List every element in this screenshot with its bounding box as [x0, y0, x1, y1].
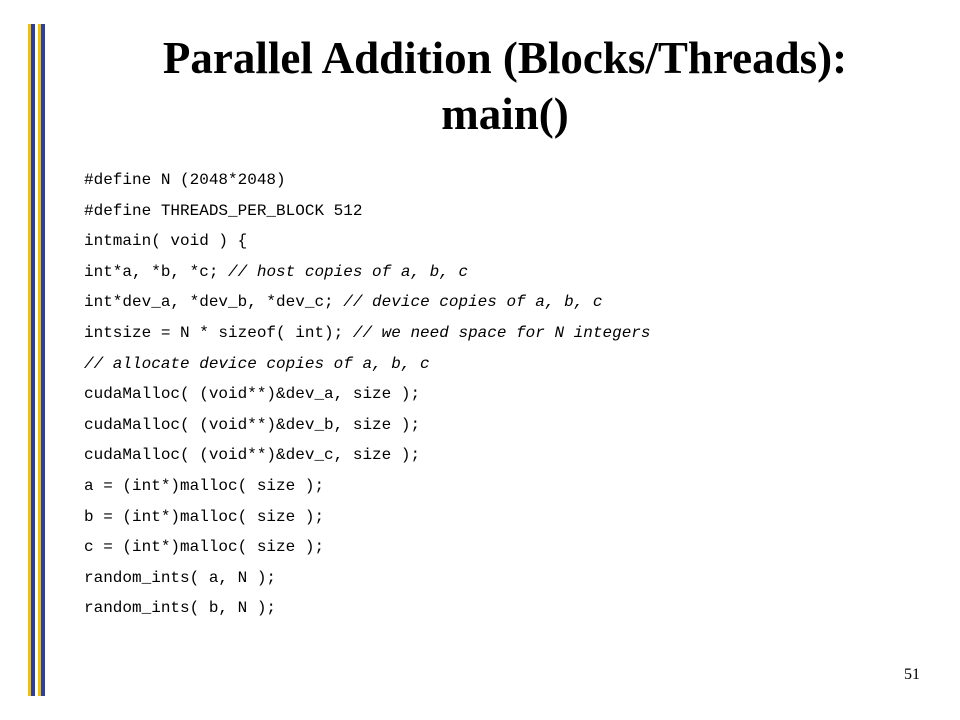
code-line: intmain( void ) {: [84, 226, 924, 257]
code-text: #define N (2048*2048): [84, 171, 286, 189]
code-line: intsize = N * sizeof( int); // we need s…: [84, 318, 924, 349]
code-line: #define THREADS_PER_BLOCK 512: [84, 196, 924, 227]
code-comment: // we need space for N integers: [352, 323, 651, 342]
code-text: random_ints( a, N );: [84, 568, 277, 587]
left-accent-bar-yellow-2: [38, 24, 41, 696]
slide-title-line-2: main(): [441, 89, 569, 139]
code-text: a = (int*)malloc( size );: [84, 476, 325, 495]
code-comment: // host copies of a, b, c: [228, 262, 469, 281]
code-text: random_ints( b, N );: [84, 599, 277, 618]
code-line: a = (int*)malloc( size );: [84, 471, 924, 502]
slide-title-line-1: Parallel Addition (Blocks/Threads):: [162, 33, 848, 83]
code-text: cudaMalloc( (void**)&dev_a, size );: [84, 385, 421, 404]
code-line: #define N (2048*2048): [84, 165, 924, 196]
code-line: cudaMalloc( (void**)&dev_a, size );: [84, 379, 924, 410]
code-text: cudaMalloc( (void**)&dev_b, size );: [84, 415, 421, 434]
code-line: // allocate device copies of a, b, c: [84, 349, 924, 380]
code-text: #define THREADS_PER_BLOCK 512: [84, 201, 363, 220]
code-line: int*a, *b, *c; // host copies of a, b, c: [84, 257, 924, 288]
code-text: int*dev_a, *dev_b, *dev_c;: [84, 293, 344, 312]
code-text: c = (int*)malloc( size );: [84, 538, 325, 557]
code-line: c = (int*)malloc( size );: [84, 532, 924, 563]
code-text: b = (int*)malloc( size );: [84, 507, 325, 526]
left-accent-bar-yellow: [28, 24, 31, 696]
code-line: int*dev_a, *dev_b, *dev_c; // device cop…: [84, 287, 924, 318]
code-line: b = (int*)malloc( size );: [84, 502, 924, 533]
code-line: cudaMalloc( (void**)&dev_b, size );: [84, 410, 924, 441]
code-text: intsize = N * sizeof( int);: [84, 323, 353, 342]
slide-title: Parallel Addition (Blocks/Threads): main…: [70, 30, 940, 142]
code-line: random_ints( b, N );: [84, 593, 924, 624]
code-line: cudaMalloc( (void**)&dev_c, size );: [84, 440, 924, 471]
left-accent-bar-blue-2: [41, 24, 45, 696]
left-accent-bar-blue: [31, 24, 35, 696]
page-number: 51: [904, 666, 920, 683]
code-line: random_ints( a, N );: [84, 563, 924, 594]
code-text: intmain( void ) {: [84, 232, 248, 251]
code-block: #define N (2048*2048) #define THREADS_PER…: [84, 165, 924, 624]
code-comment: // allocate device copies of a, b, c: [84, 354, 430, 373]
code-text: cudaMalloc( (void**)&dev_c, size );: [84, 446, 421, 465]
code-text: int*a, *b, *c;: [84, 262, 229, 281]
code-comment: // device copies of a, b, c: [343, 293, 603, 312]
